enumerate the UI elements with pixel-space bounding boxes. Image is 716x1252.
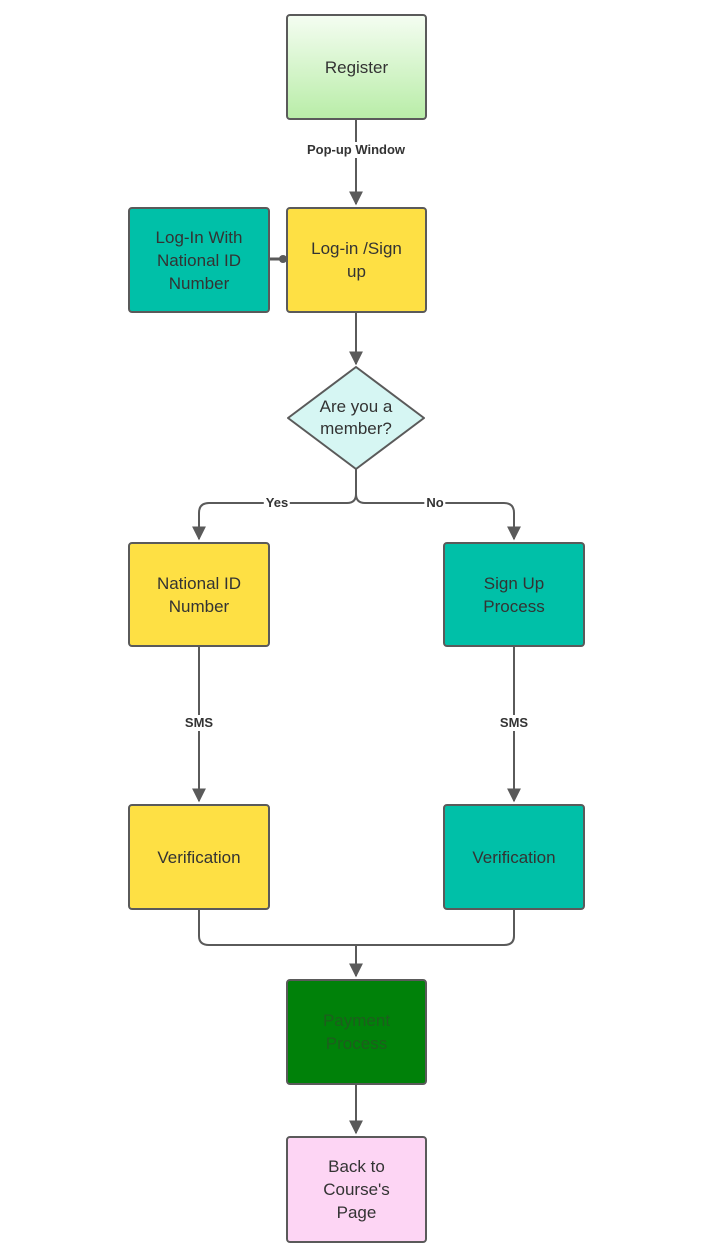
- login-signup-node: Log-in /Sign up: [286, 207, 427, 313]
- national-id-number-node: National ID Number: [128, 542, 270, 647]
- edge-label-no: No: [424, 495, 446, 511]
- verification-yes-node: Verification: [128, 804, 270, 910]
- edge-label-sms-right: SMS: [497, 715, 531, 731]
- edge-label-popup-window: Pop-up Window: [304, 142, 408, 158]
- payment-process-node: Payment Process: [286, 979, 427, 1085]
- login-national-id-node: Log-In With National ID Number: [128, 207, 270, 313]
- edge-question-no: [355, 493, 521, 541]
- edge-verification-merge: [198, 910, 515, 946]
- connector-dot: [279, 255, 287, 263]
- back-to-course-node: Back to Course's Page: [286, 1136, 427, 1243]
- edge-label-yes: Yes: [263, 495, 291, 511]
- decision-diamond: [287, 366, 425, 470]
- edge-label-sms-left: SMS: [182, 715, 216, 731]
- register-node: Register: [286, 14, 427, 120]
- member-question-label: Are you a member?: [319, 397, 393, 438]
- signup-process-node: Sign Up Process: [443, 542, 585, 647]
- verification-no-node: Verification: [443, 804, 585, 910]
